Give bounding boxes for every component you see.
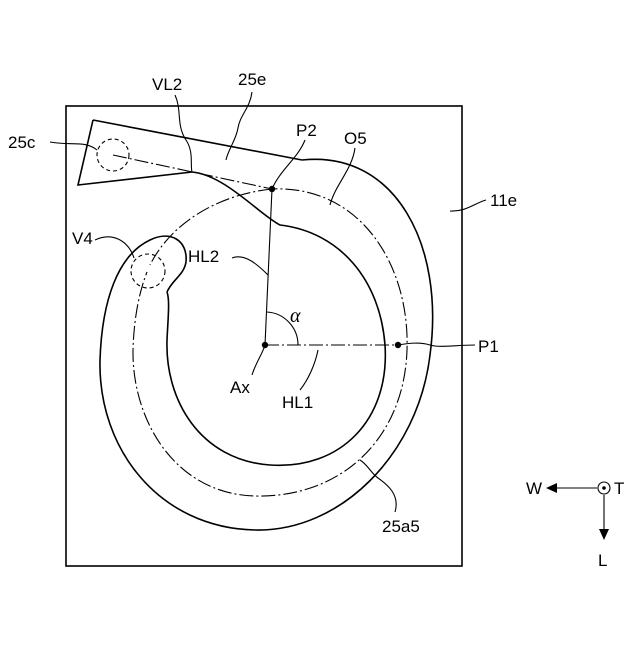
leader-ax	[252, 345, 265, 375]
leader-o5	[330, 148, 355, 205]
channel-25a5-inner	[167, 172, 385, 465]
leader-hl2	[232, 257, 268, 275]
label-p1: P1	[478, 337, 499, 356]
label-v4: V4	[72, 229, 93, 248]
leader-p2	[272, 140, 305, 189]
leader-11e	[450, 200, 486, 211]
label-direction-w: W	[526, 479, 542, 498]
plate-11e	[66, 106, 462, 566]
label-vl2: VL2	[152, 75, 182, 94]
label-alpha: α	[290, 305, 301, 327]
label-25e: 25e	[238, 70, 266, 89]
label-25c: 25c	[8, 133, 36, 152]
direction-l-arrowhead	[599, 529, 609, 540]
leader-hl1	[300, 350, 318, 390]
direction-t-dot	[602, 486, 606, 490]
label-11e: 11e	[490, 191, 517, 210]
label-direction-t: T	[614, 479, 624, 498]
centerline-o5	[113, 155, 407, 496]
label-25a5: 25a5	[382, 517, 420, 536]
leader-p1	[398, 343, 475, 346]
label-p2: P2	[296, 121, 317, 140]
channel-25e-straight	[78, 120, 302, 185]
leader-25c	[50, 142, 97, 150]
direction-w-arrowhead	[546, 483, 557, 493]
reference-line-hl2	[265, 189, 272, 345]
label-hl2: HL2	[188, 247, 219, 266]
label-hl1: HL1	[282, 393, 313, 412]
via-v4-circle	[131, 254, 165, 288]
label-direction-l: L	[598, 551, 607, 570]
label-o5: O5	[344, 129, 367, 148]
label-ax: Ax	[230, 378, 250, 397]
leader-v4	[95, 237, 134, 258]
